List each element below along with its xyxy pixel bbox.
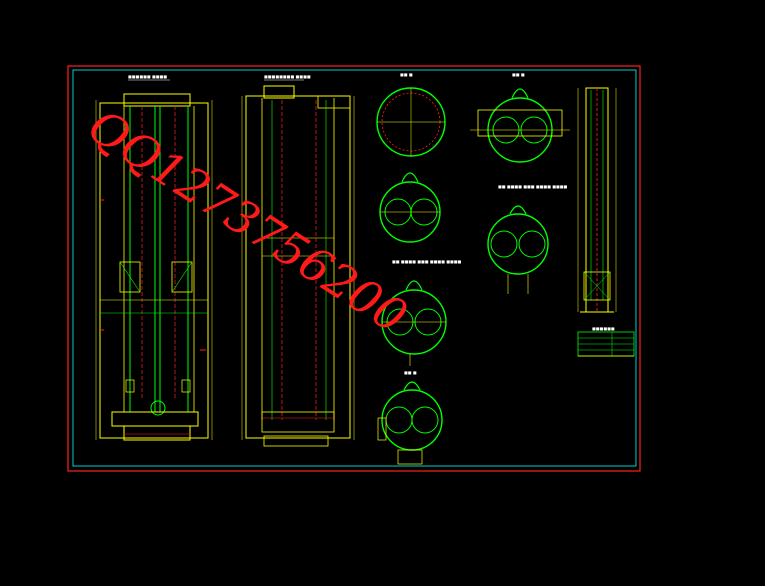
- cross-section-e: ■■ ■: [470, 72, 570, 163]
- svg-text:■■ ■: ■■ ■: [512, 72, 525, 77]
- cross-section-b: ■■ ■■■■ ■■■ ■■■■ ■■■■: [379, 172, 462, 264]
- svg-text:■■ ■■■■ ■■■ ■■■■ ■■■■: ■■ ■■■■ ■■■ ■■■■ ■■■■: [498, 184, 568, 189]
- svg-text:■■■■■■: ■■■■■■: [592, 326, 615, 331]
- cross-section-a: ■■ ■: [376, 72, 446, 157]
- cross-section-c: [381, 280, 447, 366]
- inner-border: [72, 69, 637, 467]
- column-elevation-view-1: ■■■■■■ ■■■■: [95, 74, 213, 441]
- cross-section-d: ■■ ■: [377, 370, 443, 465]
- column-section-view-2: ■■■■■■■■ ■■■■: [241, 74, 355, 447]
- cross-section-f: ■■ ■■■■ ■■■ ■■■■ ■■■■: [487, 184, 568, 294]
- svg-text:■■■■■■■■ ■■■■: ■■■■■■■■ ■■■■: [264, 74, 311, 79]
- outer-border: [67, 65, 641, 472]
- svg-text:■■ ■: ■■ ■: [404, 370, 417, 375]
- svg-text:■■ ■■■■ ■■■ ■■■■ ■■■■: ■■ ■■■■ ■■■ ■■■■ ■■■■: [392, 259, 462, 264]
- parts-table: ■■■■■■: [577, 326, 635, 357]
- svg-text:■■ ■: ■■ ■: [400, 72, 413, 77]
- svg-text:■■■■■■ ■■■■: ■■■■■■ ■■■■: [128, 74, 167, 79]
- tower-elevation-view: [577, 87, 617, 313]
